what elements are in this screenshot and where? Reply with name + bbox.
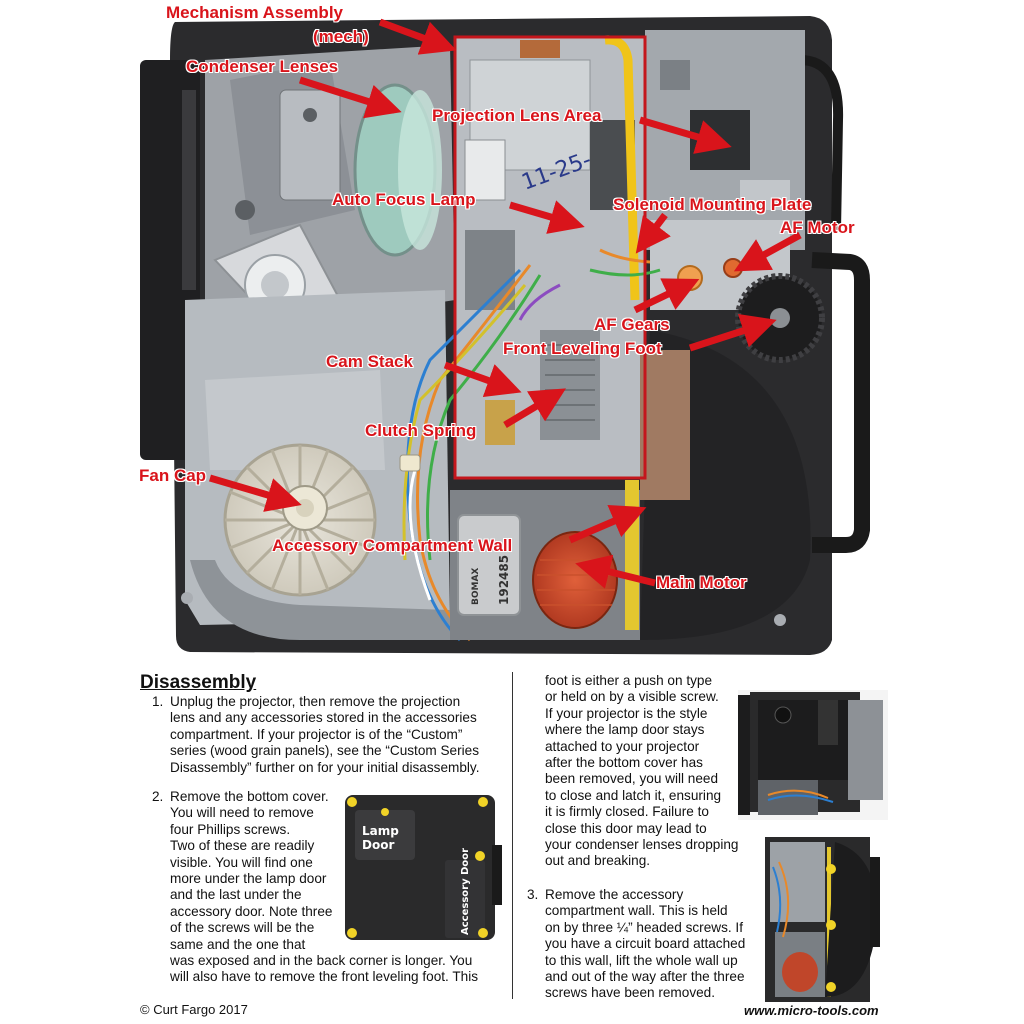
step-1-number: 1. [152, 694, 164, 709]
af-motor-screw [723, 258, 743, 278]
callout-af-motor: AF Motor [780, 218, 855, 237]
lamp-door-label-1: Lamp [362, 824, 399, 838]
accessory-wall-photo [765, 837, 880, 1002]
callout-projection-lens-area: Projection Lens Area [432, 106, 602, 125]
step-3-number: 3. [527, 887, 539, 902]
callout-accessory-compartment-wall: Accessory Compartment Wall [272, 536, 513, 555]
callout-fan-cap: Fan Cap [139, 466, 207, 485]
lamp-door-closed-photo [738, 690, 888, 820]
step-1: 1.Unplug the projector, then remove the … [152, 694, 480, 775]
callout-mechanism-sub: (mech) [313, 27, 369, 46]
callout-condenser-lenses: Condenser Lenses [186, 57, 339, 76]
copyright: © Curt Fargo 2017 [140, 1002, 248, 1017]
mechanism-highlight-box [453, 35, 647, 480]
step-2: 2.Remove the bottom cover. You will need… [152, 789, 333, 952]
motor-coil [532, 531, 618, 629]
yellow-belt [604, 35, 640, 301]
callout-front-leveling-foot: Front Leveling Foot [503, 339, 662, 358]
accessory-door-label: Accessory Door [460, 848, 471, 935]
step-2-continued: was exposed and in the back corner is lo… [170, 953, 479, 985]
lamp-door-label-2: Door [362, 838, 394, 852]
motor-brand: BOMAX [471, 568, 481, 605]
step-3: 3.Remove the accessory compartment wall.… [527, 887, 746, 1001]
callout-solenoid-mounting-plate: Solenoid Mounting Plate [613, 195, 812, 214]
callout-main-motor: Main Motor [656, 573, 747, 592]
column-divider [512, 672, 513, 999]
projector-photo: 11-25- BOMAX 192485 [140, 16, 870, 655]
motor-number: 192485 [497, 555, 511, 605]
callout-cam-stack: Cam Stack [326, 352, 413, 371]
callout-mechanism-assembly: Mechanism Assembly [166, 3, 343, 22]
bottom-cover-photo: Lamp Door Accessory Door [345, 795, 502, 940]
carry-handle [811, 252, 870, 553]
main-motor-body [457, 514, 521, 616]
callout-arrows [209, 18, 802, 589]
right-column-text: foot is either a push on type or held on… [545, 673, 739, 869]
callout-af-gears: AF Gears [594, 315, 670, 334]
section-title: Disassembly [140, 672, 257, 693]
callout-auto-focus-lamp: Auto Focus Lamp [332, 190, 476, 209]
callout-clutch-spring: Clutch Spring [365, 421, 477, 440]
website-url[interactable]: www.micro-tools.com [744, 1003, 879, 1018]
step-2-number: 2. [152, 789, 164, 804]
